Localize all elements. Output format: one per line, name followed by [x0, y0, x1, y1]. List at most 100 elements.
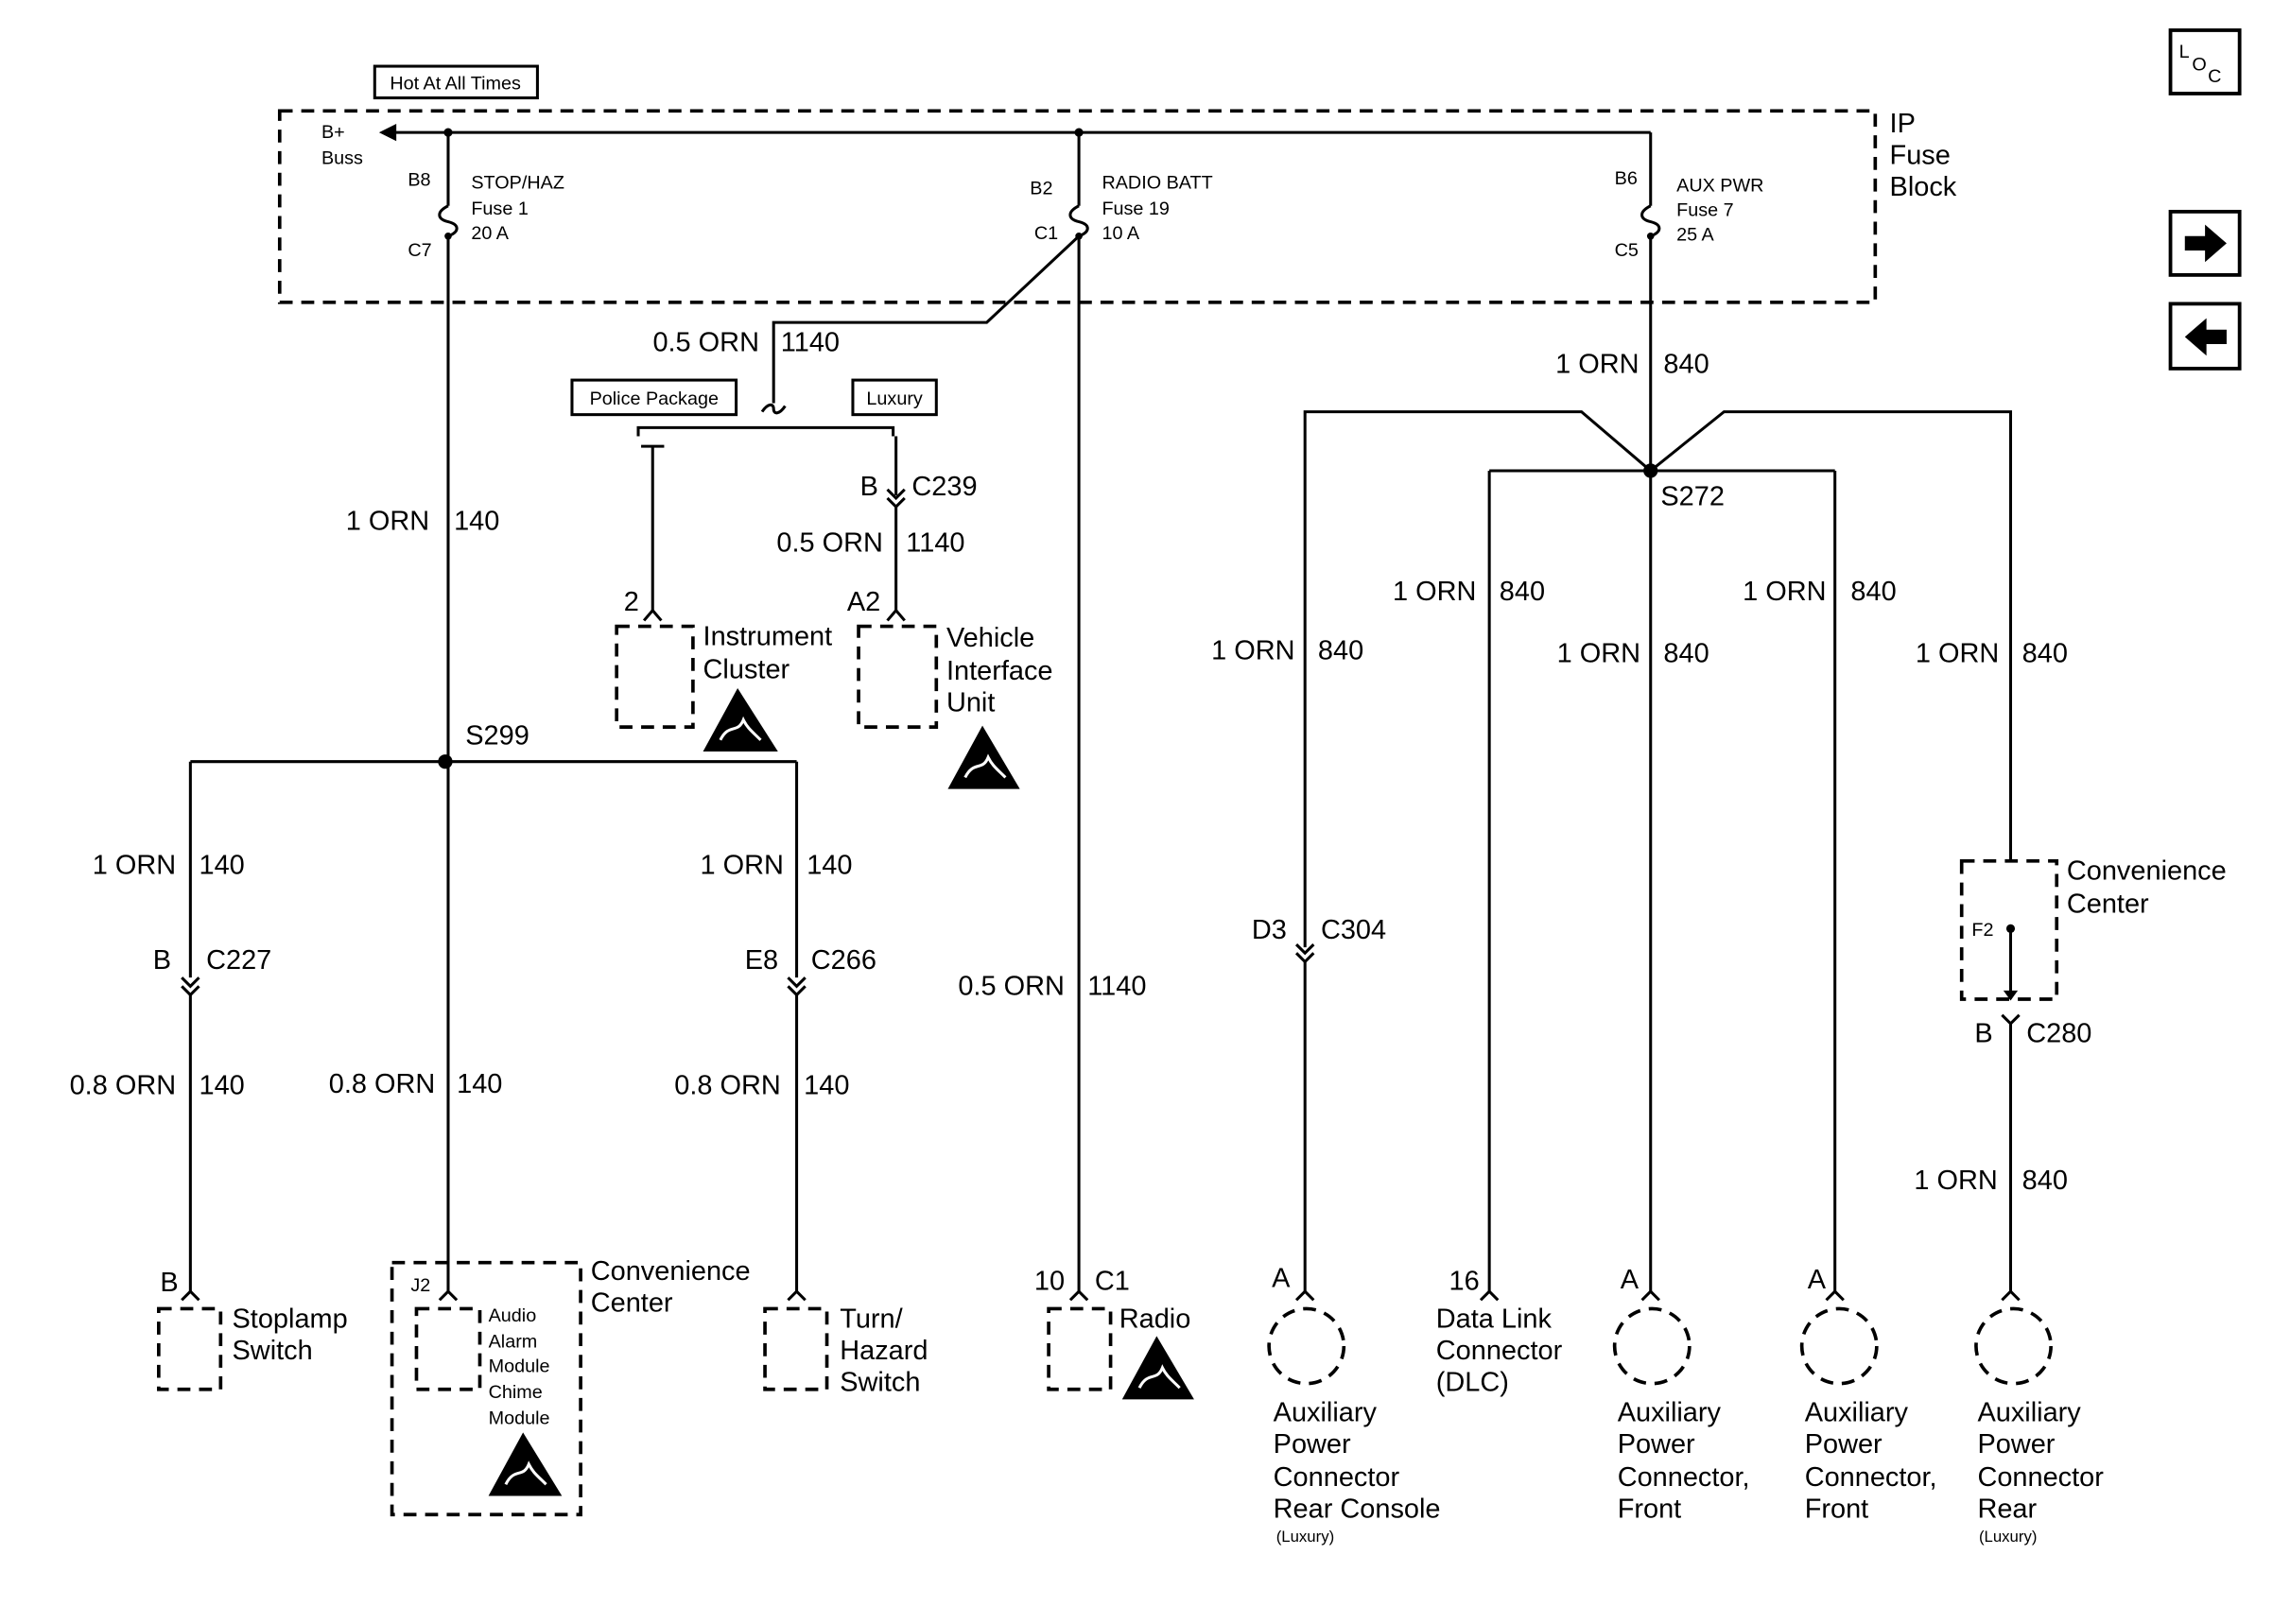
luxury-label: Luxury: [866, 389, 922, 409]
f2-pin: F2: [1971, 920, 1993, 941]
wire-label-circuit: 1140: [906, 527, 964, 558]
fuse-1-symbol: [438, 204, 459, 238]
wire-label-gauge: 1 ORN: [1743, 577, 1826, 607]
fuse-1-out-pin: C7: [408, 240, 431, 261]
fuse-block-title-line: Block: [1890, 172, 1957, 202]
c266-pin: E8: [745, 945, 778, 976]
apc-rear-console-pin: A: [1272, 1264, 1291, 1294]
radio-box[interactable]: [1047, 1306, 1113, 1391]
wire-label-circuit: 840: [1663, 349, 1709, 379]
fuse-7-in-pin: B6: [1615, 168, 1638, 189]
forward-button[interactable]: [2168, 209, 2242, 277]
option-bracket: [636, 425, 895, 437]
viu-label: Vehicle Interface Unit: [946, 623, 1061, 718]
hot-at-all-times-label: Hot At All Times: [390, 73, 521, 94]
apc-front-2-pin-mark: [1825, 1289, 1845, 1302]
police-package-box: [570, 378, 738, 417]
apc-front-1-pin: A: [1621, 1265, 1640, 1295]
apc-front-1-label: Auxiliary Power Connector, Front: [1618, 1397, 1758, 1524]
radio-pin-mark: [1068, 1289, 1089, 1302]
loc-button[interactable]: L O C: [2168, 28, 2242, 95]
instrument-cluster-label: Instrument Cluster: [703, 621, 841, 684]
apc-front-2-label: Auxiliary Power Connector, Front: [1805, 1397, 1945, 1524]
convenience-center-left-label: Convenience Center: [591, 1256, 758, 1319]
buss-arrowhead: [378, 123, 397, 142]
wire-1140-options: [772, 234, 1081, 404]
fuse-19-out-pin: C1: [1034, 223, 1058, 244]
apc-rear-console-symbol[interactable]: [1267, 1306, 1346, 1386]
stoplamp-pin: B: [160, 1268, 178, 1298]
wire-label-gauge: 1 ORN: [1393, 577, 1476, 607]
apc-rear-label: Auxiliary Power Connector Rear: [1977, 1397, 2111, 1524]
wire-label-gauge: 1 ORN: [1557, 639, 1640, 669]
wire-label-gauge: 1 ORN: [700, 850, 783, 880]
j2-pin-mark: [438, 1289, 459, 1302]
stoplamp-switch-label: Stoplamp Switch: [233, 1304, 356, 1366]
c304-pin: D3: [1252, 915, 1287, 945]
c266-name: C266: [811, 945, 876, 976]
wire-label-circuit: 840: [2022, 639, 2068, 669]
s272-fan-right: [1649, 410, 2013, 861]
esd-warning-icon: [703, 688, 778, 752]
radio-connector: C1: [1095, 1267, 1130, 1297]
wire-label-circuit: 140: [454, 506, 499, 536]
apc-front-2-symbol[interactable]: [1799, 1306, 1879, 1386]
apc-rear-symbol[interactable]: [1974, 1306, 2053, 1386]
wire-label-gauge: 1 ORN: [1916, 639, 1999, 669]
c239-pin: B: [860, 472, 878, 502]
wire-label-circuit: 140: [457, 1069, 502, 1099]
apc-front-1-pin-mark: [1640, 1289, 1660, 1302]
wire-label-circuit: 840: [2022, 1166, 2068, 1196]
viu-box[interactable]: [857, 624, 939, 729]
s272-label: S272: [1660, 482, 1725, 512]
audio-alarm-module-box[interactable]: [414, 1306, 482, 1391]
esd-warning-icon: [488, 1432, 563, 1496]
wire-label-gauge: 0.8 ORN: [329, 1069, 436, 1099]
wire-label-gauge: 0.8 ORN: [674, 1071, 781, 1101]
arrow-left-icon: [2184, 318, 2227, 356]
radio-pin: 10: [1034, 1267, 1065, 1297]
wire-label-circuit: 140: [199, 850, 244, 880]
radio-label: Radio: [1119, 1304, 1191, 1334]
wire-label-gauge: 1 ORN: [1555, 349, 1639, 379]
apc-rear-console-pin-mark: [1294, 1289, 1315, 1302]
c280-pin: B: [1974, 1019, 1992, 1049]
ic-pin: 2: [624, 587, 639, 617]
wire-label-gauge: 0.5 ORN: [776, 527, 883, 558]
wire-label-gauge: 1 ORN: [1211, 636, 1294, 666]
turn-hazard-switch-box[interactable]: [763, 1306, 829, 1391]
apc-rear-note: (Luxury): [1979, 1528, 2037, 1546]
turn-hazard-pin-mark: [787, 1289, 807, 1302]
fuse-19-in-pin: B2: [1030, 179, 1052, 199]
dlc-pin-mark: [1479, 1289, 1500, 1302]
convenience-center-right-box[interactable]: [1959, 858, 2059, 1001]
fuse-7-label: AUX PWR Fuse 7 25 A: [1676, 176, 1769, 246]
stoplamp-pin-mark: [181, 1289, 200, 1302]
s272-fan-left: [1303, 410, 1652, 948]
hot-at-all-times-box: [373, 64, 539, 100]
f2-output-arrow: [2003, 990, 2019, 1001]
instrument-cluster-box[interactable]: [615, 624, 695, 729]
back-button[interactable]: [2168, 302, 2242, 371]
stoplamp-switch-box[interactable]: [157, 1306, 223, 1391]
j2-pin: J2: [410, 1275, 430, 1296]
option-wave: [760, 403, 787, 415]
fuse-1-in-pin: B8: [408, 169, 430, 190]
wire-label-circuit: 140: [804, 1071, 849, 1101]
viu-pin-mark: [886, 608, 906, 622]
loc-letter: O: [2192, 55, 2206, 76]
wire-label-circuit: 840: [1663, 639, 1709, 669]
wire-label-circuit: 1140: [781, 328, 840, 358]
wire-label-gauge: 0.5 ORN: [652, 328, 759, 358]
convenience-center-left-box[interactable]: [390, 1260, 582, 1517]
wire-label-gauge: 1 ORN: [93, 850, 176, 880]
wire-label-gauge: 0.5 ORN: [958, 971, 1065, 1001]
wire-label-circuit: 140: [199, 1071, 244, 1101]
apc-front-1-symbol[interactable]: [1612, 1306, 1692, 1386]
fuse-1-label: STOP/HAZ Fuse 1 20 A: [471, 173, 569, 244]
ip-fuse-block-outline: [277, 109, 1878, 304]
c239-name: C239: [911, 472, 977, 502]
convenience-center-right-label: Convenience Center: [2067, 856, 2234, 920]
apc-front-2-pin: A: [1808, 1265, 1827, 1295]
loc-letter: L: [2179, 42, 2190, 62]
